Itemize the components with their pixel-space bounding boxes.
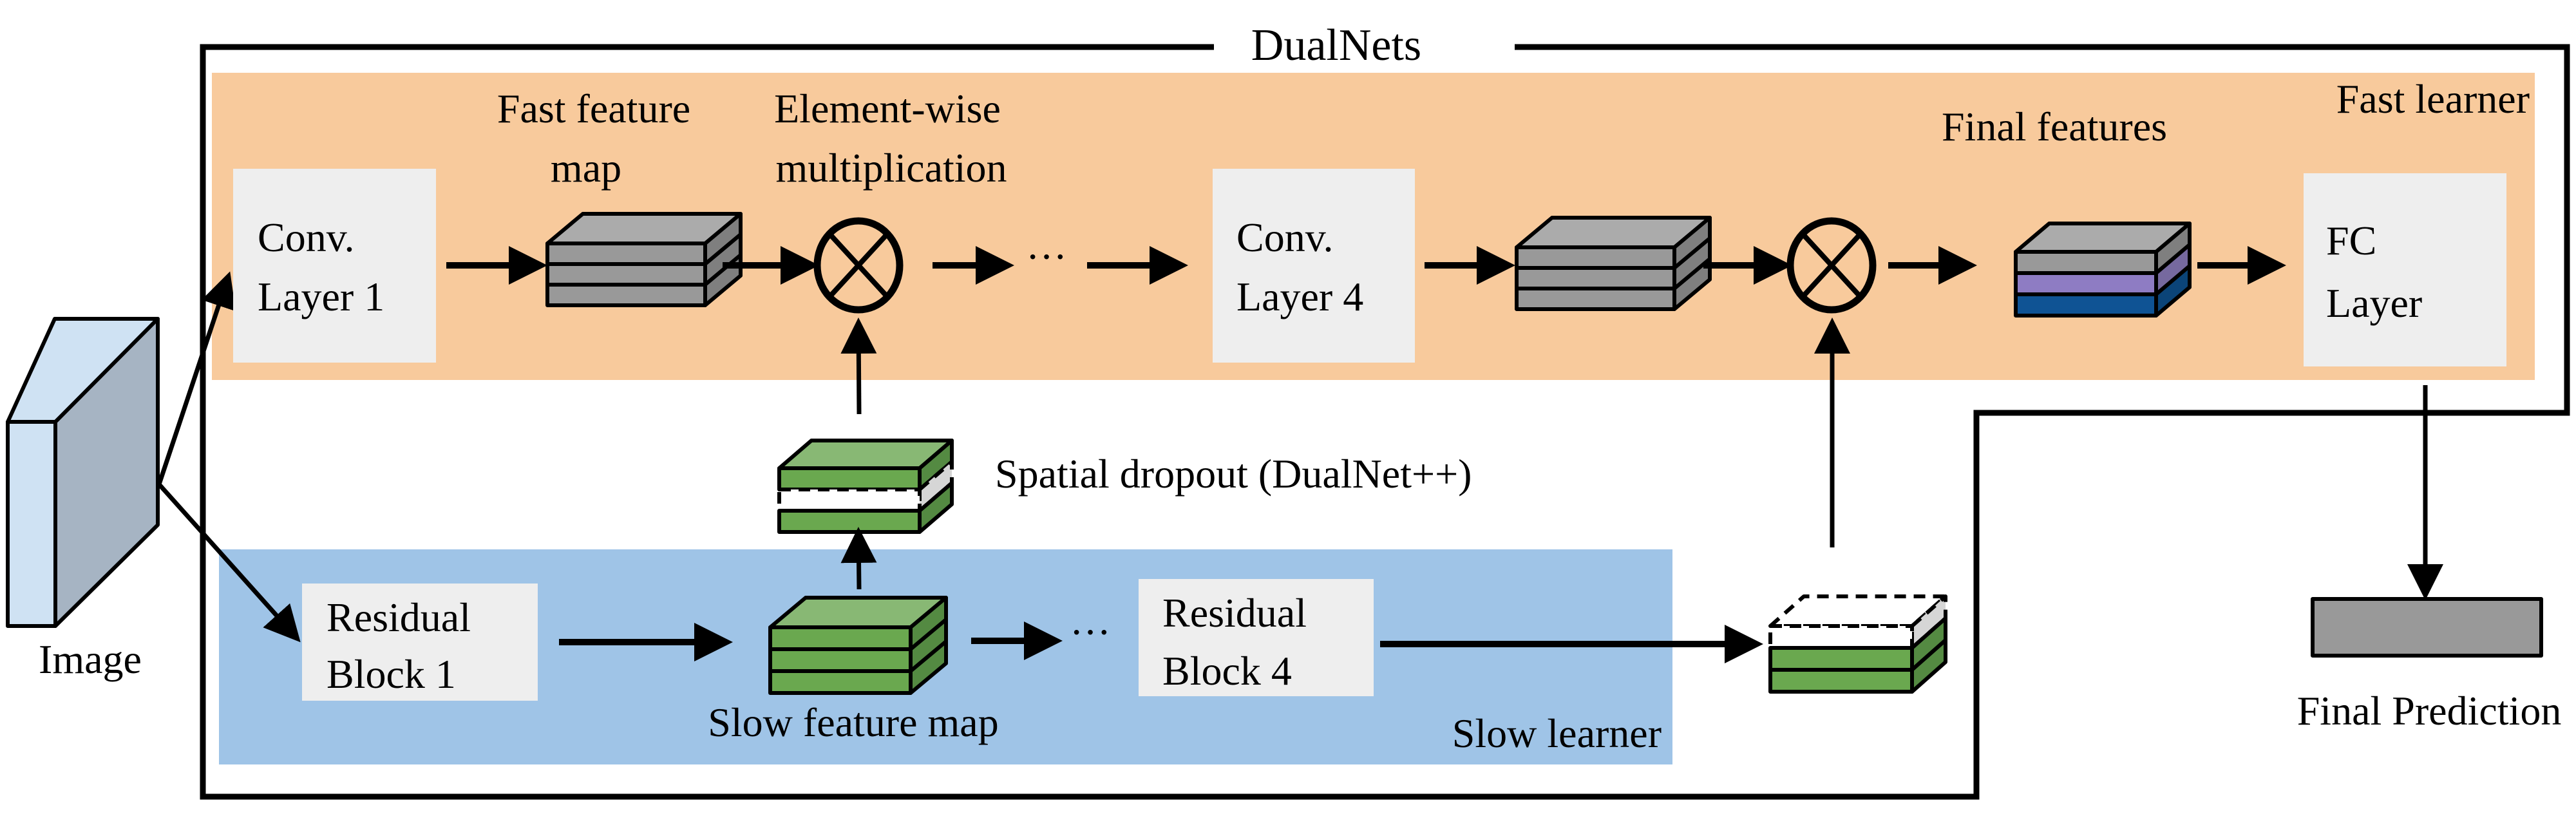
layer-front-face: [1515, 287, 1676, 311]
residual-block-1: Residual Block 1: [302, 584, 538, 701]
layer-front-face: [1768, 624, 1914, 650]
svg-text:Layer 4: Layer 4: [1236, 274, 1363, 319]
image-front-face: [6, 420, 57, 628]
dualnets-frame: [200, 44, 2570, 800]
svg-text:Residual: Residual: [1162, 590, 1307, 636]
arrow-image-to-conv1: [156, 271, 236, 486]
slow-feature-map-label: Slow feature map: [708, 699, 998, 745]
slow-feature-map-stack: [768, 596, 948, 695]
fast-feature-map-stack: [545, 212, 743, 307]
arrow-dropout-to-mult1: [840, 318, 877, 415]
image-label: Image: [39, 636, 142, 682]
arrow-image-to-residual1: [157, 482, 301, 643]
svg-text:FC: FC: [2326, 218, 2376, 263]
spatial-dropout-stack: [777, 439, 954, 534]
fast-feature-map-label-2: map: [551, 145, 621, 191]
layer-front-face: [1768, 646, 1914, 672]
spatial-dropout-label: Spatial dropout (DualNet++): [995, 451, 1472, 497]
slow-learner-label: Slow learner: [1452, 710, 1662, 756]
layer-front-face: [777, 466, 922, 491]
svg-text:Layer 1: Layer 1: [258, 274, 384, 319]
layer-front-face: [1768, 668, 1914, 694]
layer-front-face: [545, 283, 707, 307]
fast-ellipsis: ···: [1026, 234, 1067, 280]
slow-block4-dropout-stack: [1768, 594, 1947, 694]
layer-front-face: [768, 647, 913, 673]
fc-layer-block: FC Layer: [2304, 173, 2506, 366]
dualnets-title: DualNets: [1251, 21, 1421, 70]
arrow-slowmap-to-dropout: [840, 527, 877, 590]
layer-front-face: [1515, 245, 1676, 270]
svg-text:Conv.: Conv.: [1236, 214, 1334, 260]
multiplication-label-2: multiplication: [775, 145, 1007, 191]
svg-text:Block 4: Block 4: [1162, 648, 1292, 694]
conv-layer-1-block: Conv. Layer 1: [233, 169, 436, 363]
layer-front-face: [777, 488, 922, 513]
final-features-label: Final features: [1942, 104, 2167, 149]
conv-layer-4-block: Conv. Layer 4: [1213, 169, 1415, 363]
final-features-stack: [2014, 222, 2192, 318]
layer-front-face: [1515, 266, 1676, 290]
multiplication-label: Element-wise: [774, 86, 1001, 131]
input-image: [6, 317, 160, 628]
svg-text:Residual: Residual: [327, 594, 471, 640]
layer4-feature-map-stack: [1515, 216, 1712, 311]
layer-front-face: [2014, 271, 2158, 296]
fast-learner-label: Fast learner: [2336, 76, 2530, 122]
layer-front-face: [545, 262, 707, 287]
layer-front-face: [2014, 292, 2158, 318]
layer-front-face: [545, 242, 707, 266]
residual-block-4: Residual Block 4: [1139, 579, 1374, 696]
final-prediction-box: [2311, 597, 2543, 658]
svg-text:Block 1: Block 1: [327, 651, 456, 697]
layer-front-face: [768, 669, 913, 695]
fast-feature-map-label: Fast feature: [497, 86, 690, 131]
svg-text:Layer: Layer: [2326, 280, 2422, 326]
slow-ellipsis: ···: [1070, 609, 1111, 655]
layer-front-face: [777, 509, 922, 534]
layer-front-face: [2014, 250, 2158, 275]
final-prediction-label: Final Prediction: [2297, 688, 2562, 734]
svg-text:Conv.: Conv.: [258, 214, 355, 260]
layer-front-face: [768, 625, 913, 651]
